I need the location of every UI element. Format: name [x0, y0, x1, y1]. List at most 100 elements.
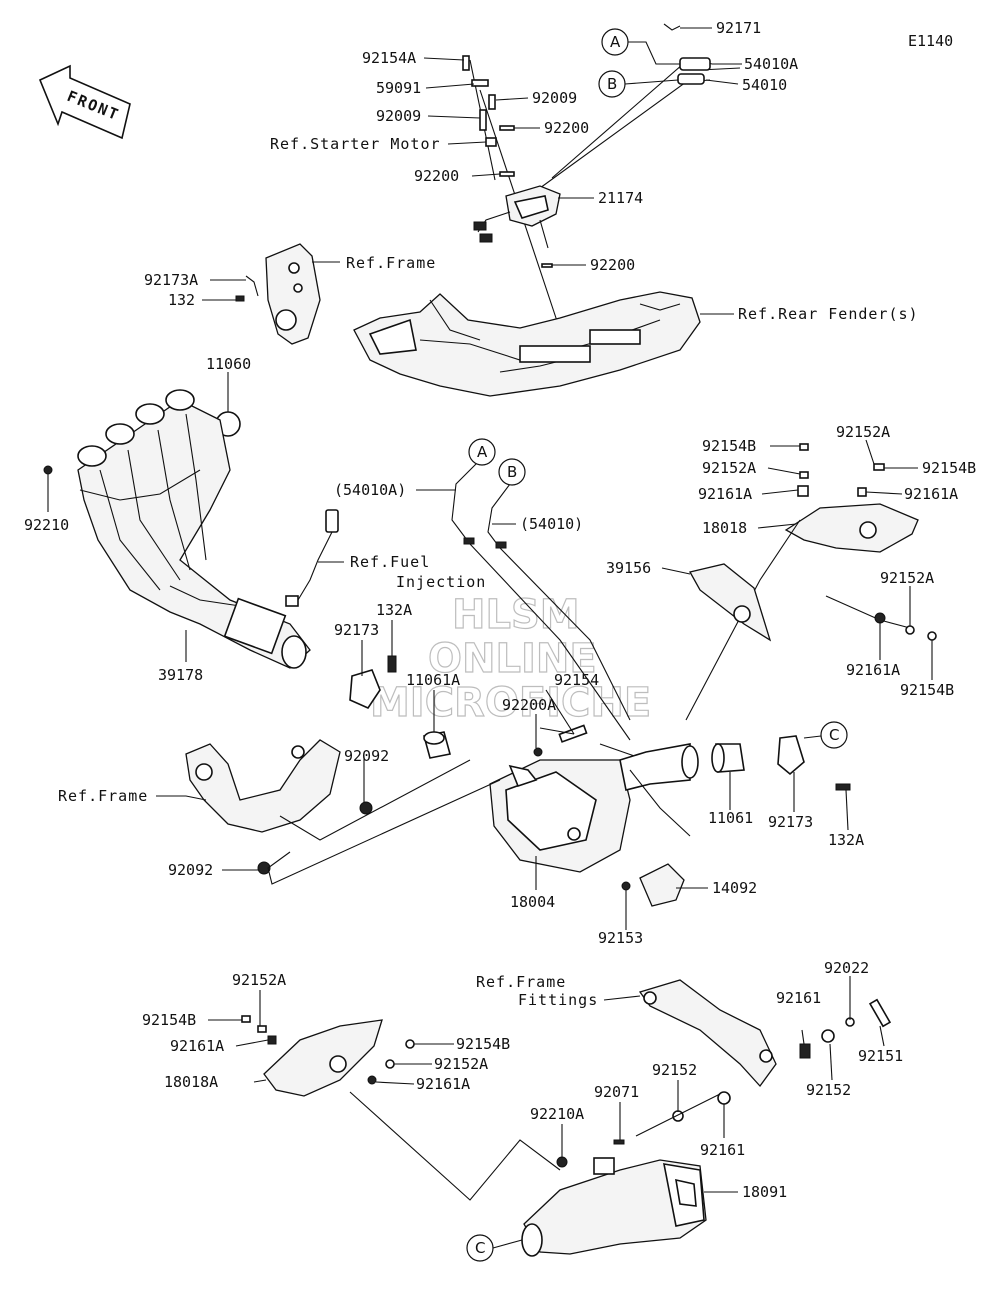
label-92009-left: 92009	[376, 107, 421, 125]
label-ref-frame-mid: Ref.Frame	[58, 787, 148, 805]
label-132A-mid: 132A	[376, 601, 412, 619]
label-18018A: 18018A	[164, 1073, 218, 1091]
label-ref-fuel-1: Ref.Fuel	[350, 553, 430, 571]
label-92210A: 92210A	[530, 1105, 584, 1123]
svg-text:A: A	[610, 33, 621, 51]
label-21174: 21174	[598, 189, 643, 207]
label-ref-frame-fittings-2: Fittings	[518, 991, 598, 1009]
label-132-top: 132	[168, 291, 195, 309]
label-92154B-top: 92154B	[702, 437, 756, 455]
label-ref-frame-fittings-1: Ref.Frame	[476, 973, 566, 991]
svg-text:HLSM: HLSM	[452, 592, 580, 638]
frame-fittings	[638, 979, 892, 1088]
label-92092-a: 92092	[344, 747, 389, 765]
label-92173-mid: 92173	[334, 621, 379, 639]
svg-text:B: B	[607, 75, 617, 93]
label-92152A-bottom-mid: 92152A	[434, 1055, 488, 1073]
callout-b-top: B	[598, 70, 679, 98]
label-92200-b: 92200	[414, 167, 459, 185]
svg-text:C: C	[475, 1239, 485, 1257]
heat-guard-18018	[685, 443, 937, 721]
label-92009-right: 92009	[532, 89, 577, 107]
label-92154B-right2: 92154B	[900, 681, 954, 699]
label-92173-right: 92173	[768, 813, 813, 831]
svg-text:C: C	[829, 726, 839, 744]
svg-text:B: B	[507, 463, 517, 481]
label-11061: 11061	[708, 809, 753, 827]
heat-guard-18018A	[241, 1015, 561, 1201]
svg-text:ONLINE: ONLINE	[428, 636, 597, 682]
svg-text:A: A	[477, 443, 488, 461]
label-92161A-bottom-left: 92161A	[170, 1037, 224, 1055]
label-39178: 39178	[158, 666, 203, 684]
label-11061A: 11061A	[406, 671, 460, 689]
muffler-body	[489, 724, 699, 873]
label-59091: 59091	[376, 79, 421, 97]
label-92022: 92022	[824, 959, 869, 977]
front-arrow-icon: FRONT	[38, 64, 131, 140]
label-92152A-right2: 92152A	[880, 569, 934, 587]
gasket-clamp-right	[711, 735, 851, 791]
heat-shield-14092	[621, 863, 685, 907]
label-92153: 92153	[598, 929, 643, 947]
label-92171: 92171	[716, 19, 761, 37]
silencer-18091	[521, 1091, 731, 1257]
label-14092: 14092	[712, 879, 757, 897]
diagram-code: E1140	[908, 32, 953, 50]
label-92200-a: 92200	[544, 119, 589, 137]
callout-a-mid: A	[468, 438, 496, 466]
gasket-11061A	[423, 731, 451, 759]
label-92200A: 92200A	[502, 696, 556, 714]
label-92161A-right: 92161A	[904, 485, 958, 503]
label-92154A: 92154A	[362, 49, 416, 67]
label-92151: 92151	[858, 1047, 903, 1065]
callout-c-right: C	[803, 721, 848, 749]
insulator-39156	[689, 563, 772, 642]
label-11060: 11060	[206, 355, 251, 373]
label-92152A-bottom-left: 92152A	[232, 971, 286, 989]
label-92161A-right2: 92161A	[846, 661, 900, 679]
label-18004: 18004	[510, 893, 555, 911]
rear-fender	[353, 291, 701, 397]
label-39156: 39156	[606, 559, 651, 577]
part-labels: 92171 54010A 54010 92154A 59091 92009 92…	[24, 19, 976, 1201]
label-92152-a: 92152	[652, 1061, 697, 1079]
label-92210: 92210	[24, 516, 69, 534]
label-18091: 18091	[742, 1183, 787, 1201]
clamp-92173-mid	[349, 655, 397, 710]
valve-actuator-group	[462, 23, 741, 331]
label-92092-b: 92092	[168, 861, 213, 879]
label-92154B-bottom-mid: 92154B	[456, 1035, 510, 1053]
label-92152A-right: 92152A	[836, 423, 890, 441]
label-92154-mid: 92154	[554, 671, 599, 689]
label-ref-rear-fender: Ref.Rear Fender(s)	[738, 305, 919, 323]
label-92154B-bottom-left: 92154B	[142, 1011, 196, 1029]
label-ref-starter-motor: Ref.Starter Motor	[270, 135, 441, 153]
label-92161A-bottom-mid: 92161A	[416, 1075, 470, 1093]
label-54010A: 54010A	[744, 55, 798, 73]
label-54010A-paren: (54010A)	[334, 481, 406, 499]
callout-a-top: A	[601, 28, 680, 65]
label-132A-right: 132A	[828, 831, 864, 849]
leader-lines	[47, 27, 933, 1193]
label-ref-fuel-2: Injection	[396, 573, 486, 591]
o2-sensor	[285, 509, 339, 607]
label-92161-b: 92161	[700, 1141, 745, 1159]
label-92152-b: 92152	[806, 1081, 851, 1099]
label-92161A-top: 92161A	[698, 485, 752, 503]
label-92071: 92071	[594, 1083, 639, 1101]
exhaust-headers	[43, 389, 311, 669]
label-92152A-top: 92152A	[702, 459, 756, 477]
frame-bracket-mid	[185, 739, 501, 885]
callout-b-mid: B	[498, 458, 526, 486]
cables-lower	[451, 461, 631, 741]
label-54010: 54010	[742, 76, 787, 94]
frame-bracket-top	[235, 243, 321, 345]
label-18018: 18018	[702, 519, 747, 537]
label-92154B-right: 92154B	[922, 459, 976, 477]
callout-c-bottom: C	[466, 1234, 523, 1262]
label-54010-paren: (54010)	[520, 515, 583, 533]
label-92200-c: 92200	[590, 256, 635, 274]
label-ref-frame-top: Ref.Frame	[346, 254, 436, 272]
